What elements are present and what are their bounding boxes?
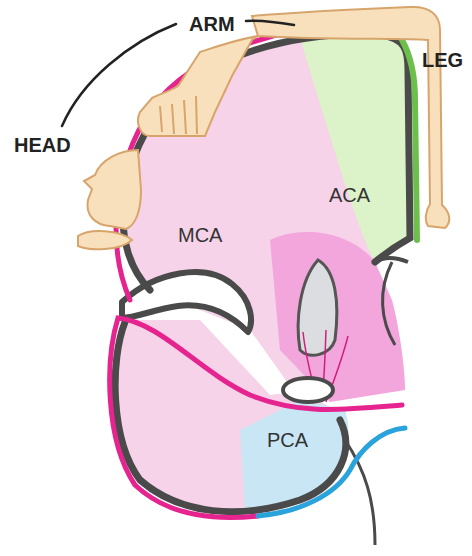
homunculus-face bbox=[84, 150, 141, 229]
midbrain-line bbox=[383, 262, 395, 345]
hemisphere-outline bbox=[123, 34, 410, 290]
aca-artery bbox=[402, 40, 417, 240]
pca-territory bbox=[240, 400, 349, 512]
territory-label: MCA bbox=[178, 225, 222, 245]
pca-artery bbox=[258, 428, 405, 516]
bracket-arc bbox=[62, 21, 294, 126]
hippocampus bbox=[283, 378, 333, 402]
mca-artery bbox=[110, 318, 402, 518]
territory-label: ACA bbox=[329, 185, 370, 205]
mca-artery bbox=[116, 28, 342, 300]
aca-territory bbox=[300, 35, 410, 262]
homunculus-tongue bbox=[78, 231, 132, 249]
body-part-label: LEG bbox=[422, 50, 463, 70]
body-part-label: HEAD bbox=[14, 135, 71, 155]
body-part-label: ARM bbox=[189, 14, 235, 34]
homunculus-leg bbox=[252, 7, 449, 228]
medial-line bbox=[375, 258, 408, 262]
homunculus-arm bbox=[138, 36, 258, 136]
territory-label: PCA bbox=[267, 430, 308, 450]
homunculus-fingers bbox=[160, 96, 197, 134]
